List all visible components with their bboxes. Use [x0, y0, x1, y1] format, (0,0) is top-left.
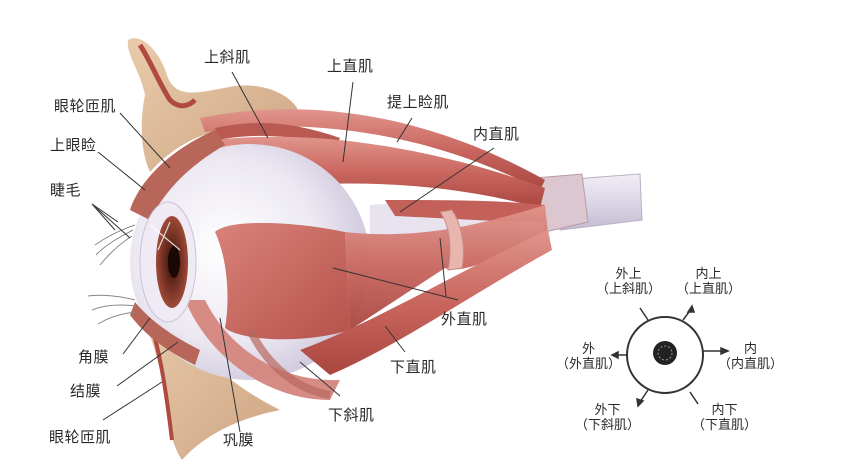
label-orbicularis-upper: 眼轮匝肌 [54, 97, 117, 115]
dir-label-down-out: 外下 （下斜肌） [575, 403, 641, 433]
pupil [168, 246, 180, 278]
label-inferior-oblique: 下斜肌 [328, 406, 375, 424]
medial-rectus-shape [385, 200, 545, 222]
dir-label-out: 外 （外直肌） [556, 342, 622, 372]
upper-orbit-tissue [127, 38, 300, 173]
label-orbicularis-lower: 眼轮匝肌 [49, 428, 112, 446]
lateral-rectus-shape [215, 222, 350, 340]
label-upper-eyelid: 上眼睑 [50, 136, 97, 154]
label-medial-rectus: 内直肌 [473, 125, 520, 143]
eyelashes-shape [87, 224, 138, 325]
superior-oblique-shape [215, 123, 340, 148]
dir-label-in: 内 （内直肌） [718, 342, 784, 372]
label-superior-oblique: 上斜肌 [204, 48, 251, 66]
label-cornea: 角膜 [78, 348, 110, 366]
label-conjunctiva: 结膜 [70, 382, 102, 400]
direction-chart [610, 304, 730, 408]
dir-label-up-in: 内上 （上直肌） [676, 267, 742, 297]
label-eyelashes: 睫毛 [50, 181, 82, 199]
upper-eyelid-shape [130, 130, 225, 220]
dir-label-down-in: 内下 （下直肌） [692, 403, 758, 433]
label-sclera: 巩膜 [223, 431, 255, 449]
leader-lines [91, 71, 495, 433]
label-levator: 提上睑肌 [387, 93, 450, 111]
label-inferior-rectus: 下直肌 [390, 358, 437, 376]
label-lateral-rectus: 外直肌 [441, 310, 488, 328]
dir-label-up-out: 外上 （上斜肌） [596, 267, 662, 297]
inferior-rectus-shape [300, 230, 552, 375]
lower-eyelid-shape [130, 302, 200, 365]
label-superior-rectus: 上直肌 [327, 57, 374, 75]
levator-muscle-shape [200, 109, 545, 190]
